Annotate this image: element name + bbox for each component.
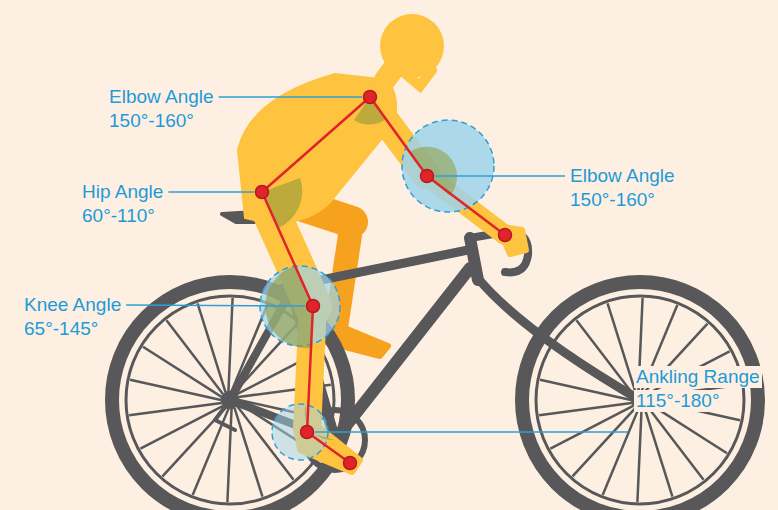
wheel-spoke — [572, 408, 635, 477]
angle-lines — [262, 97, 370, 463]
rider-body — [396, 66, 432, 86]
rider-body — [498, 226, 526, 254]
angle-zones — [260, 97, 494, 460]
wheel-spoke — [228, 298, 232, 391]
angle-range: 150°-160° — [568, 189, 657, 211]
joint-dots — [421, 170, 434, 183]
joint-dots — [307, 300, 320, 313]
angle-range: 60°-110° — [80, 205, 157, 227]
wheel-spoke — [645, 408, 673, 497]
leader-line — [435, 175, 565, 177]
bike-frame — [215, 400, 235, 430]
rider-body — [238, 14, 526, 472]
wheel-spoke — [637, 409, 641, 502]
wheel-spoke — [143, 347, 222, 397]
wheel-spoke — [130, 380, 221, 400]
leader-line — [219, 96, 362, 98]
angle-name: Ankling Range — [634, 366, 762, 388]
wheel-spoke — [603, 409, 639, 495]
angle-zones — [410, 147, 457, 196]
leader-line — [168, 191, 254, 193]
leader-line — [126, 305, 305, 306]
wheel-spoke — [235, 408, 263, 497]
wheel-spoke — [198, 303, 226, 392]
bike-wheels — [536, 296, 744, 504]
joint-dots — [256, 91, 512, 470]
joint-dots — [301, 426, 314, 439]
angle-range: 115°-180° — [634, 390, 722, 412]
joint-dots — [499, 229, 512, 242]
angle-lines — [262, 97, 505, 463]
angle-range: 150°-160° — [107, 110, 196, 132]
bike-wheels — [522, 282, 758, 510]
angle-zones — [402, 120, 494, 212]
angle-lines — [370, 97, 505, 235]
angle-range: 65°-145° — [22, 318, 100, 340]
wheel-spoke — [193, 409, 229, 495]
joint-dots — [256, 186, 269, 199]
wheel-spoke — [129, 403, 221, 415]
angle-name: Elbow Angle — [568, 165, 677, 187]
joint-dots — [344, 457, 357, 470]
wheel-spoke — [227, 409, 231, 502]
leader-lines — [126, 97, 628, 432]
joint-dots — [364, 91, 377, 104]
leader-line — [315, 431, 628, 433]
angle-name: Elbow Angle — [107, 86, 216, 108]
angle-name: Knee Angle — [22, 294, 123, 316]
bike-frame — [476, 276, 640, 400]
wheel-spoke — [539, 403, 631, 415]
angle-name: Hip Angle — [80, 181, 165, 203]
